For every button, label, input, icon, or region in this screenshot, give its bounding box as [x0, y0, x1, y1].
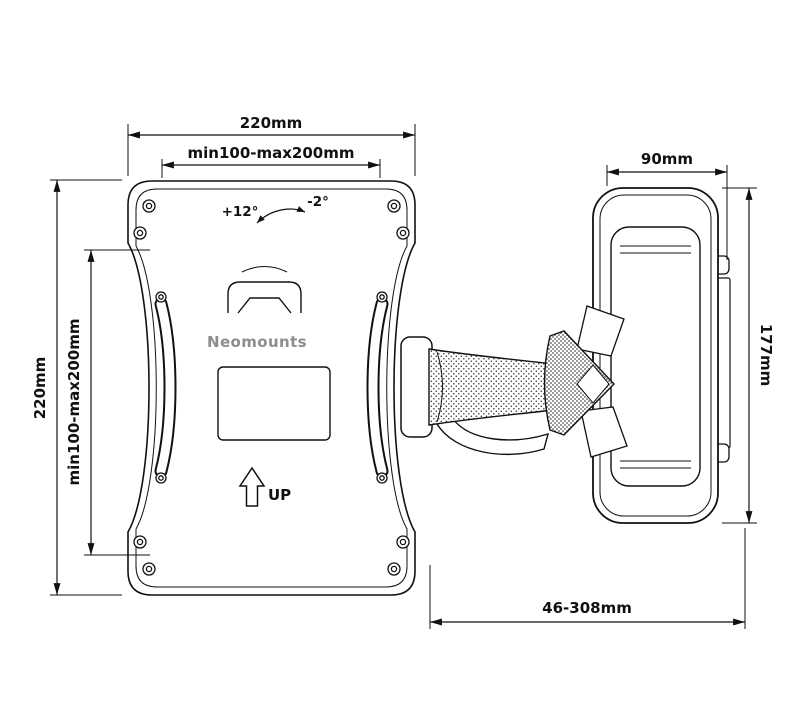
- up-arrow-icon: [238, 466, 266, 507]
- svg-text:46-308mm: 46-308mm: [542, 599, 632, 617]
- svg-text:220mm: 220mm: [240, 114, 303, 132]
- vesa-mounting-holes: [133, 199, 410, 576]
- arm-body: [428, 348, 554, 426]
- dimension-plate-width: 220mm: [127, 114, 416, 176]
- bracket-ridges: [620, 245, 691, 469]
- dimension-vesa-width: min100-max200mm: [161, 144, 381, 178]
- dimension-vesa-height: min100-max200mm: [65, 249, 150, 556]
- arm-cover-wedge-bottom: [580, 406, 628, 458]
- wall-bracket: [576, 187, 731, 524]
- arm-joint-line: [436, 351, 443, 423]
- tilt-up-label: +12°: [222, 204, 259, 220]
- plate-slot-right: [366, 297, 389, 478]
- arm-lower-hinge: [435, 418, 550, 455]
- svg-text:90mm: 90mm: [641, 150, 693, 168]
- svg-text:220mm: 220mm: [31, 357, 49, 420]
- dimension-extension-range: 46-308mm: [429, 528, 746, 629]
- arm-plate-mount: [400, 336, 433, 438]
- svg-text:min100-max200mm: min100-max200mm: [65, 319, 83, 486]
- dimension-bracket-width: 90mm: [606, 150, 728, 260]
- articulating-arm: [400, 336, 554, 455]
- plate-inner-outline: [135, 188, 408, 588]
- svg-text:177mm: 177mm: [757, 324, 775, 387]
- bracket-cover-inner-line: [599, 194, 712, 517]
- svg-text:min100-max200mm: min100-max200mm: [188, 144, 355, 162]
- tilt-down-label: -2°: [307, 194, 329, 210]
- dimension-plate-height: 220mm: [31, 179, 122, 596]
- tilt-arrow-icon: [256, 206, 306, 224]
- plate-slot-left: [154, 297, 177, 478]
- arm-joint-core: [576, 364, 610, 404]
- cable-hook: [227, 266, 302, 314]
- plate-center-opening: [217, 366, 331, 441]
- arm-elbow-joint: [543, 330, 615, 436]
- brand-logo: Neomounts: [207, 333, 307, 351]
- dimension-bracket-height: 177mm: [722, 187, 775, 524]
- up-label: UP: [268, 486, 291, 504]
- vesa-plate: Neomounts UP +12° -2°: [127, 180, 416, 596]
- arm-cover-wedge-top: [576, 305, 625, 357]
